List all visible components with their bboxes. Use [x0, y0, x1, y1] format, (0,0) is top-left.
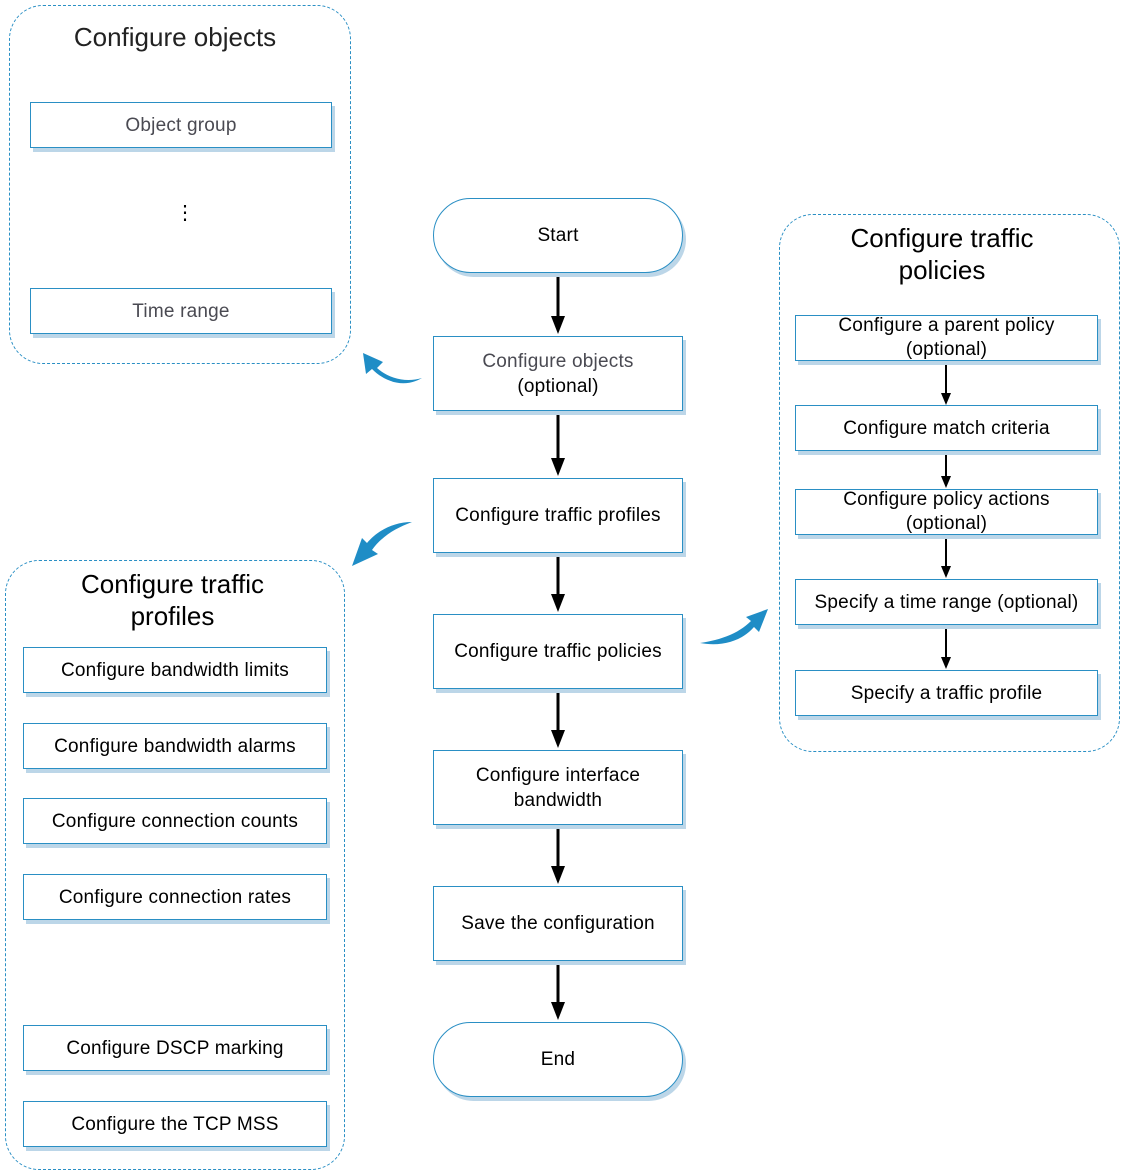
- configure-interface-bandwidth-line2: bandwidth: [513, 789, 603, 811]
- objects-panel-title: Configure objects: [73, 22, 277, 52]
- configure-interface-bandwidth-step: Configure interface bandwidth: [433, 750, 683, 825]
- save-configuration-step: Save the configuration: [433, 886, 683, 961]
- policies-panel-title-line2: policies: [898, 255, 986, 285]
- curved-arrow-to-profiles: [352, 522, 412, 566]
- configure-interface-bandwidth-line1: Configure interface: [475, 764, 641, 786]
- configure-objects-step: Configure objects (optional): [433, 336, 683, 411]
- policy-step-time-range: Specify a time range (optional): [795, 579, 1098, 625]
- profile-item-dscp-marking: Configure DSCP marking: [23, 1025, 327, 1071]
- start-terminal: Start: [433, 198, 683, 273]
- policy-step-parent-policy-line1: Configure a parent policy: [838, 315, 1055, 336]
- configure-objects-step-line2: (optional): [517, 375, 599, 397]
- policies-panel-title-line1: Configure traffic: [850, 223, 1034, 253]
- profiles-panel-title-line2: profiles: [130, 601, 215, 631]
- curved-arrow-to-objects: [363, 353, 422, 384]
- curved-arrow-to-policies: [700, 609, 768, 645]
- policy-step-policy-actions: Configure policy actions (optional): [795, 489, 1098, 535]
- time-range-box: Time range: [30, 288, 332, 334]
- profiles-panel-title: Configure traffic profiles: [5, 568, 340, 632]
- end-terminal: End: [433, 1022, 683, 1097]
- policy-step-policy-actions-line1: Configure policy actions: [843, 489, 1050, 510]
- policies-panel: [779, 214, 1120, 752]
- profile-item-connection-counts: Configure connection counts: [23, 798, 327, 844]
- profiles-panel-title-line1: Configure traffic: [80, 569, 265, 599]
- objects-panel: [9, 5, 351, 364]
- policy-step-parent-policy: Configure a parent policy (optional): [795, 315, 1098, 361]
- profile-item-connection-rates: Configure connection rates: [23, 874, 327, 920]
- configure-traffic-profiles-step: Configure traffic profiles: [433, 478, 683, 553]
- policy-step-policy-actions-line2: (optional): [905, 513, 988, 534]
- policy-step-traffic-profile: Specify a traffic profile: [795, 670, 1098, 716]
- profile-item-bandwidth-alarms: Configure bandwidth alarms: [23, 723, 327, 769]
- ellipsis-indicator: ⋮: [175, 202, 195, 224]
- profiles-panel: [5, 560, 345, 1170]
- profile-item-tcp-mss: Configure the TCP MSS: [23, 1101, 327, 1147]
- policy-step-match-criteria: Configure match criteria: [795, 405, 1098, 451]
- profile-item-bandwidth-limits: Configure bandwidth limits: [23, 647, 327, 693]
- policy-step-parent-policy-line2: (optional): [905, 339, 988, 360]
- configure-traffic-policies-step: Configure traffic policies: [433, 614, 683, 689]
- object-group-box: Object group: [30, 102, 332, 148]
- policies-panel-title: Configure traffic policies: [779, 222, 1105, 286]
- configure-objects-step-line1: Configure objects: [482, 350, 634, 372]
